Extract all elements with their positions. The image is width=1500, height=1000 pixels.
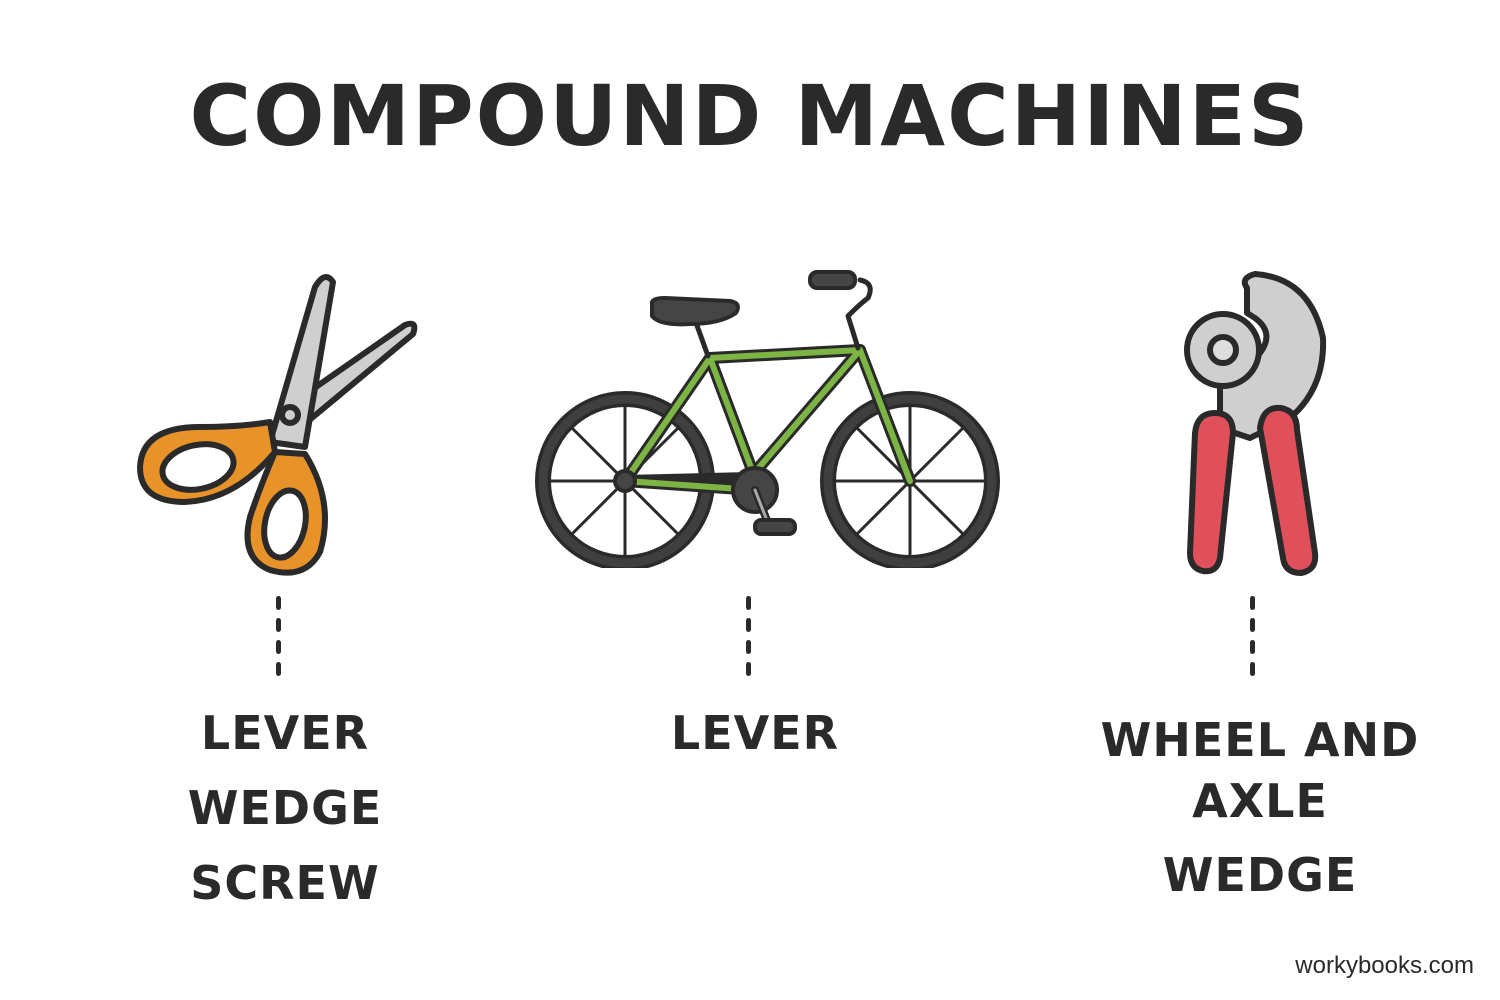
connector-scissors — [276, 596, 281, 684]
can-opener-icon — [1184, 271, 1327, 576]
connector-bicycle — [746, 596, 751, 684]
scissors-label-wedge: WEDGE — [187, 781, 383, 835]
scissors-icon — [137, 274, 418, 576]
can-opener-label-wheel-and-axle: WHEEL AND AXLE — [1100, 713, 1420, 828]
bicycle-label-lever: LEVER — [670, 706, 840, 760]
page-title: COMPOUND MACHINES — [189, 67, 1311, 165]
can-opener-label-wedge: WEDGE — [1162, 848, 1358, 902]
connector-can-opener — [1250, 596, 1255, 684]
watermark: workybooks.com — [1295, 952, 1474, 979]
scissors-label-lever: LEVER — [200, 706, 370, 760]
scissors-label-screw: SCREW — [190, 856, 380, 910]
bicycle-icon — [535, 270, 1000, 568]
